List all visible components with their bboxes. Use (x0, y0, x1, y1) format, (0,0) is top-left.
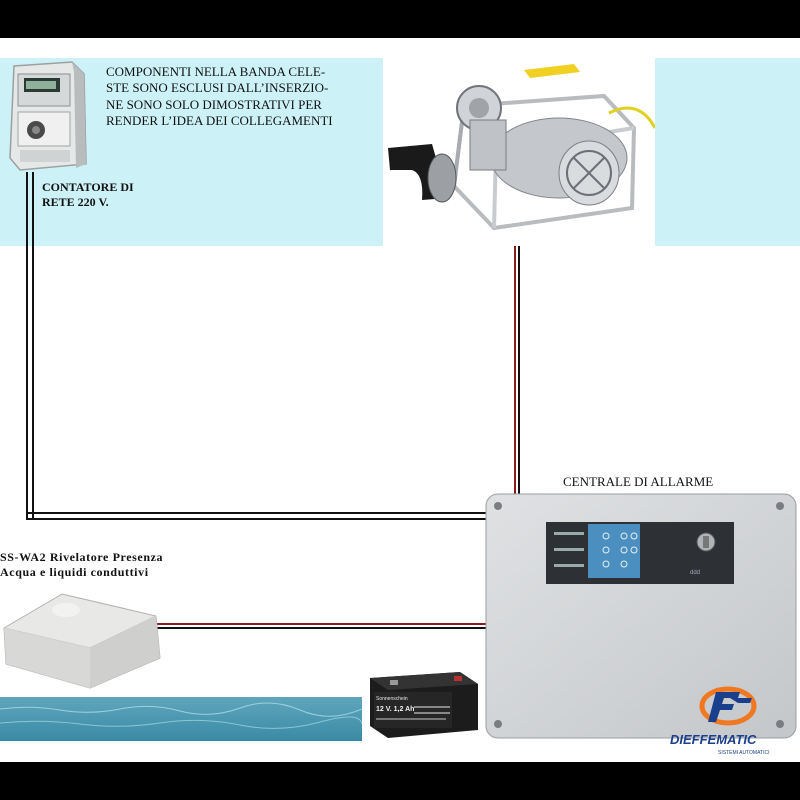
logo-text: DIEFFEMATIC (670, 732, 757, 747)
band-note-line: STE SONO ESCLUSI DALL’INSERZIO- (106, 80, 329, 96)
pump-image (384, 58, 655, 246)
band-note-line: COMPONENTI NELLA BANDA CELE- (106, 64, 326, 79)
demo-band-right (655, 58, 800, 246)
band-note-line: NE SONO SOLO DIMOSTRATIVI PER (106, 96, 322, 112)
battery-brand: Sonnenschein (376, 696, 408, 702)
water-strip-image (0, 697, 362, 741)
control-unit-image: ddd (485, 493, 797, 739)
dieffematic-logo: DIEFFEMATIC SISTEMI AUTOMATICI (670, 686, 770, 756)
band-note-line: RENDER L’IDEA DEI COLLEGAMENTI (106, 112, 333, 128)
meter-label-line: CONTATORE DI (42, 180, 134, 194)
wire-meter-horizontal (26, 512, 486, 520)
battery-rating: 12 V. 1,2 Ah (376, 706, 414, 713)
svg-text:ddd: ddd (690, 570, 700, 576)
band-note: COMPONENTI NELLA BANDA CELE- STE SONO ES… (106, 64, 333, 129)
control-unit-title: CENTRALE DI ALLARME (563, 474, 714, 489)
battery-image: Sonnenschein 12 V. 1,2 Ah (370, 672, 478, 738)
logo-tagline: SISTEMI AUTOMATICI (718, 750, 770, 756)
sensor-label-line: Acqua e liquidi conduttivi (0, 565, 149, 579)
electricity-meter-image (9, 61, 87, 171)
sensor-label: SS-WA2 Rivelatore Presenza Acqua e liqui… (0, 550, 163, 580)
wire-meter-vertical (26, 172, 34, 520)
meter-label: CONTATORE DI RETE 220 V. (42, 180, 134, 210)
wire-pump-vertical (514, 246, 520, 496)
meter-label-line: RETE 220 V. (42, 195, 109, 209)
sensor-label-line: SS-WA2 Rivelatore Presenza (0, 550, 164, 564)
bottom-bar (0, 762, 800, 800)
top-bar (0, 0, 800, 38)
sensor-image (3, 593, 161, 689)
wire-sensor-horizontal (155, 623, 487, 629)
